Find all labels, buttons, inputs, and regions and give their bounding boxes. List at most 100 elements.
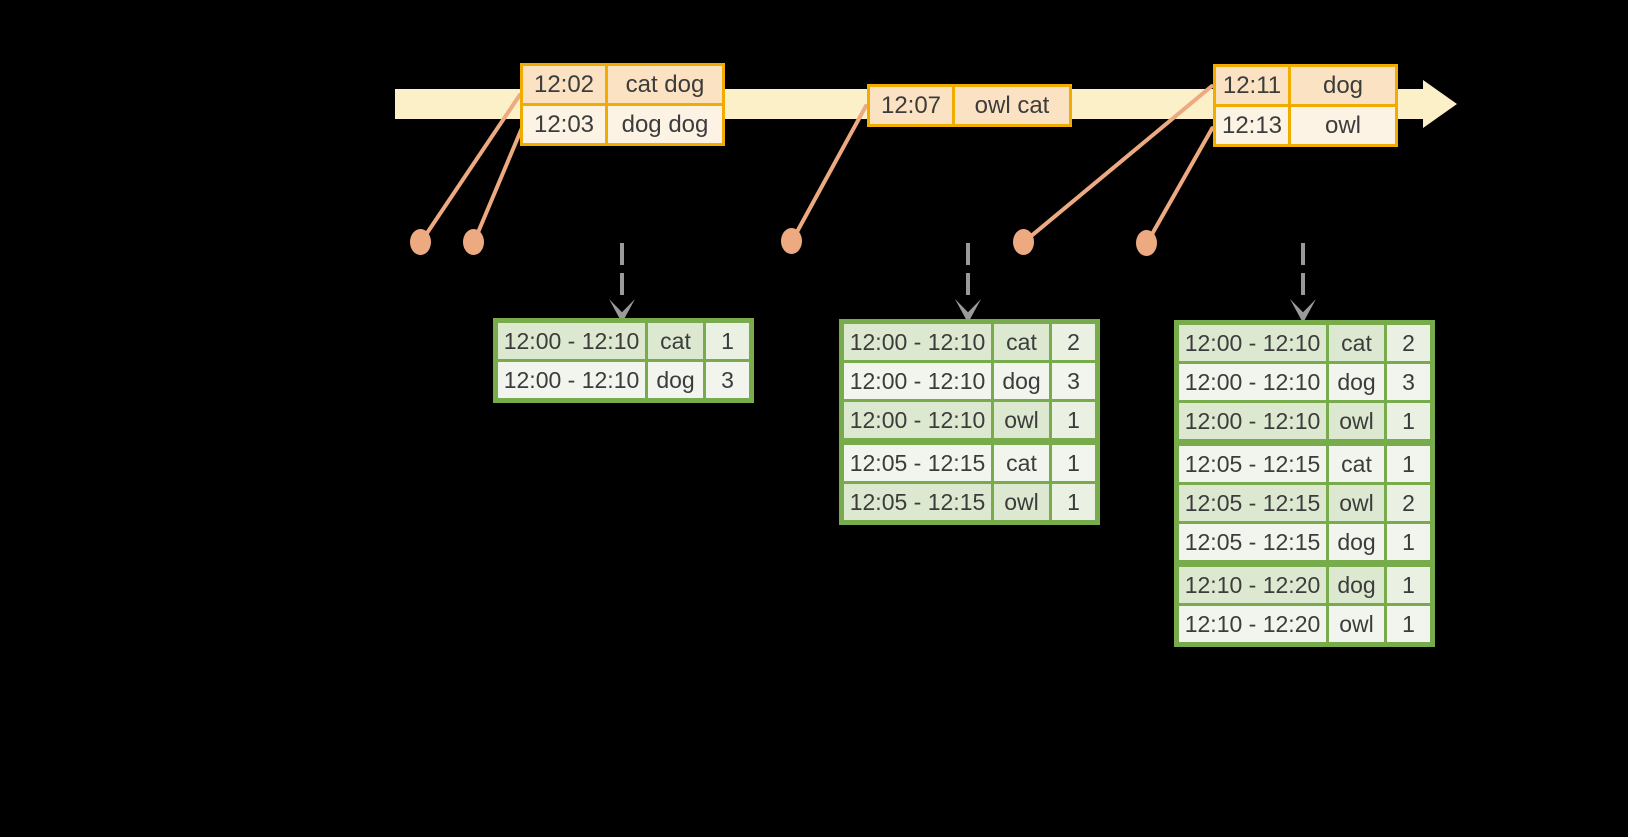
count: 2 (1402, 489, 1415, 516)
table-row: 12:05 - 12:15 cat 1 (840, 438, 1099, 484)
window-cell: 12:10 - 12:20 (1175, 560, 1329, 606)
event-dot (410, 229, 431, 255)
window-cell: 12:05 - 12:15 (840, 481, 994, 524)
count: 3 (1067, 367, 1080, 394)
event-words-cell: dog dog (605, 103, 725, 146)
word: owl (1339, 610, 1374, 637)
window-range: 12:05 - 12:15 (1184, 450, 1321, 477)
table-row: 12:03 dog dog (520, 103, 725, 146)
window-range: 12:00 - 12:10 (849, 406, 986, 433)
word-cell: cat (1326, 321, 1387, 364)
count: 1 (1402, 528, 1415, 555)
count: 1 (1402, 407, 1415, 434)
window-cell: 12:10 - 12:20 (1175, 603, 1329, 646)
count-cell: 1 (1384, 521, 1434, 565)
table-row: 12:05 - 12:15 dog 1 (1175, 521, 1434, 565)
table-row: 12:00 - 12:10 dog 3 (840, 360, 1099, 402)
event-time: 12:02 (533, 70, 595, 98)
event-words: dog (1322, 71, 1364, 99)
count: 1 (1067, 449, 1080, 476)
event-dot (781, 228, 802, 254)
count-cell: 1 (1384, 560, 1434, 606)
event-connector-line (1145, 125, 1215, 244)
window-range: 12:00 - 12:10 (503, 366, 640, 393)
event-words: owl cat (974, 91, 1050, 119)
word: dog (1337, 368, 1376, 395)
count-cell: 3 (703, 359, 753, 402)
event-time-cell: 12:03 (520, 103, 608, 146)
count: 2 (1402, 329, 1415, 356)
word-cell: cat (991, 438, 1052, 484)
event-words-cell: cat dog (605, 63, 725, 106)
result-table-3: 12:00 - 12:10 cat 2 12:00 - 12:10 dog 3 … (1174, 320, 1435, 647)
word: dog (656, 366, 695, 393)
word: dog (1337, 571, 1376, 598)
count: 3 (721, 366, 734, 393)
event-time: 12:13 (1221, 111, 1283, 139)
word: owl (1339, 407, 1374, 434)
window-range: 12:10 - 12:20 (1184, 610, 1321, 637)
count: 1 (1067, 406, 1080, 433)
trigger-arrow-line (1301, 243, 1305, 301)
table-row: 12:00 - 12:10 cat 1 (494, 319, 753, 362)
word: cat (1341, 329, 1372, 356)
table-row: 12:02 cat dog (520, 63, 725, 106)
window-range: 12:00 - 12:10 (503, 327, 640, 354)
event-words-cell: owl cat (952, 84, 1072, 127)
event-table-1: 12:02 cat dog 12:03 dog dog (520, 63, 725, 146)
count-cell: 1 (1049, 481, 1099, 524)
event-time: 12:03 (533, 110, 595, 138)
table-row: 12:00 - 12:10 cat 2 (840, 320, 1099, 363)
word-cell: dog (1326, 361, 1387, 403)
event-dot (1136, 230, 1157, 256)
event-dot (1013, 229, 1034, 255)
word: owl (1004, 406, 1039, 433)
count: 3 (1402, 368, 1415, 395)
word: cat (1006, 449, 1037, 476)
word: cat (1006, 328, 1037, 355)
table-row: 12:13 owl (1213, 104, 1398, 147)
count-cell: 1 (1049, 399, 1099, 443)
word-cell: owl (991, 481, 1052, 524)
window-cell: 12:00 - 12:10 (1175, 400, 1329, 444)
word: owl (1339, 489, 1374, 516)
table-row: 12:10 - 12:20 owl 1 (1175, 603, 1434, 646)
word-cell: cat (1326, 439, 1387, 485)
table-row: 12:07 owl cat (867, 84, 1072, 127)
table-row: 12:10 - 12:20 dog 1 (1175, 560, 1434, 606)
word: dog (1002, 367, 1041, 394)
count: 1 (1402, 571, 1415, 598)
count: 1 (1067, 488, 1080, 515)
event-time: 12:07 (880, 91, 942, 119)
count: 2 (1067, 328, 1080, 355)
event-connector-line (790, 103, 869, 242)
word-cell: dog (991, 360, 1052, 402)
event-words: cat dog (625, 70, 705, 98)
count-cell: 2 (1049, 320, 1099, 363)
event-time-cell: 12:11 (1213, 64, 1291, 107)
window-range: 12:05 - 12:15 (849, 449, 986, 476)
trigger-arrow-line (620, 243, 624, 301)
window-cell: 12:05 - 12:15 (1175, 521, 1329, 565)
window-range: 12:00 - 12:10 (1184, 407, 1321, 434)
count: 1 (721, 327, 734, 354)
window-range: 12:00 - 12:10 (1184, 368, 1321, 395)
word-cell: cat (645, 319, 706, 362)
event-words-cell: owl (1288, 104, 1398, 147)
word: cat (1341, 450, 1372, 477)
window-cell: 12:00 - 12:10 (840, 320, 994, 363)
word: dog (1337, 528, 1376, 555)
window-range: 12:05 - 12:15 (1184, 528, 1321, 555)
table-row: 12:00 - 12:10 owl 1 (1175, 400, 1434, 444)
count-cell: 3 (1049, 360, 1099, 402)
table-row: 12:05 - 12:15 owl 1 (840, 481, 1099, 524)
window-range: 12:05 - 12:15 (849, 488, 986, 515)
count-cell: 1 (1384, 400, 1434, 444)
count: 1 (1402, 610, 1415, 637)
table-row: 12:00 - 12:10 dog 3 (494, 359, 753, 402)
count-cell: 1 (1384, 603, 1434, 646)
word-cell: dog (1326, 521, 1387, 565)
window-cell: 12:00 - 12:10 (840, 360, 994, 402)
window-cell: 12:05 - 12:15 (1175, 439, 1329, 485)
